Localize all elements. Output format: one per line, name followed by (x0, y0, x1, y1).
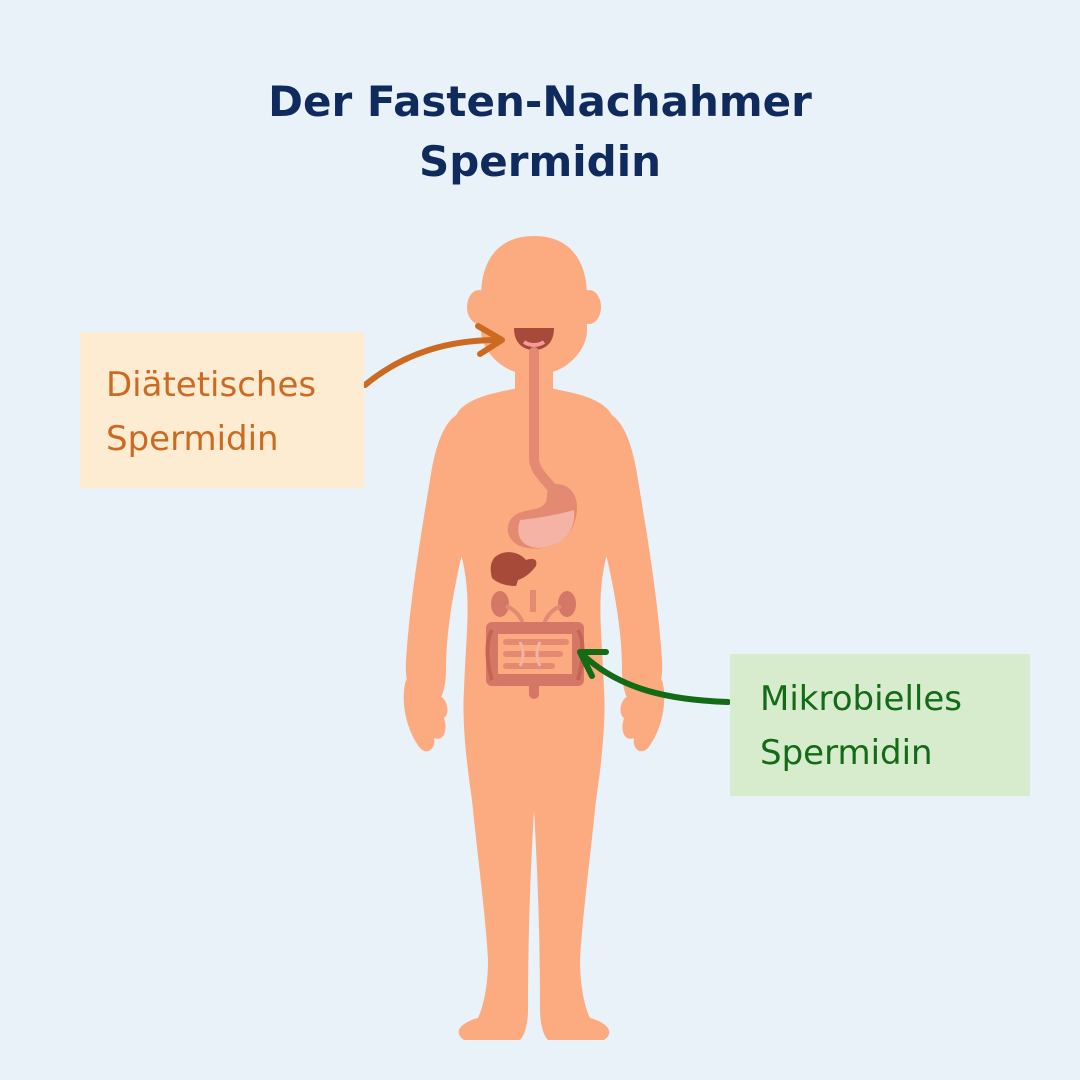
microbial-spermidine-label: Mikrobielles Spermidin (730, 654, 1030, 796)
dietary-arrow (362, 323, 505, 388)
title-line-1: Der Fasten-Nachahmer (268, 77, 812, 126)
liver-icon (490, 552, 537, 586)
kidney-right-icon (558, 591, 576, 617)
microbial-arrow (577, 649, 731, 705)
mouth-icon (514, 328, 554, 350)
esophagus (529, 347, 557, 493)
dietary-label-line-2: Spermidin (106, 419, 279, 459)
title-line-2: Spermidin (418, 137, 662, 186)
page-title: Der Fasten-Nachahmer Spermidin (0, 72, 1080, 192)
kidney-left-icon (491, 591, 509, 617)
microbial-label-line-2: Spermidin (760, 733, 933, 773)
microbial-label-line-1: Mikrobielles (760, 679, 962, 719)
dietary-spermidine-label: Diätetisches Spermidin (80, 332, 364, 488)
dietary-label-line-1: Diätetisches (106, 365, 317, 405)
